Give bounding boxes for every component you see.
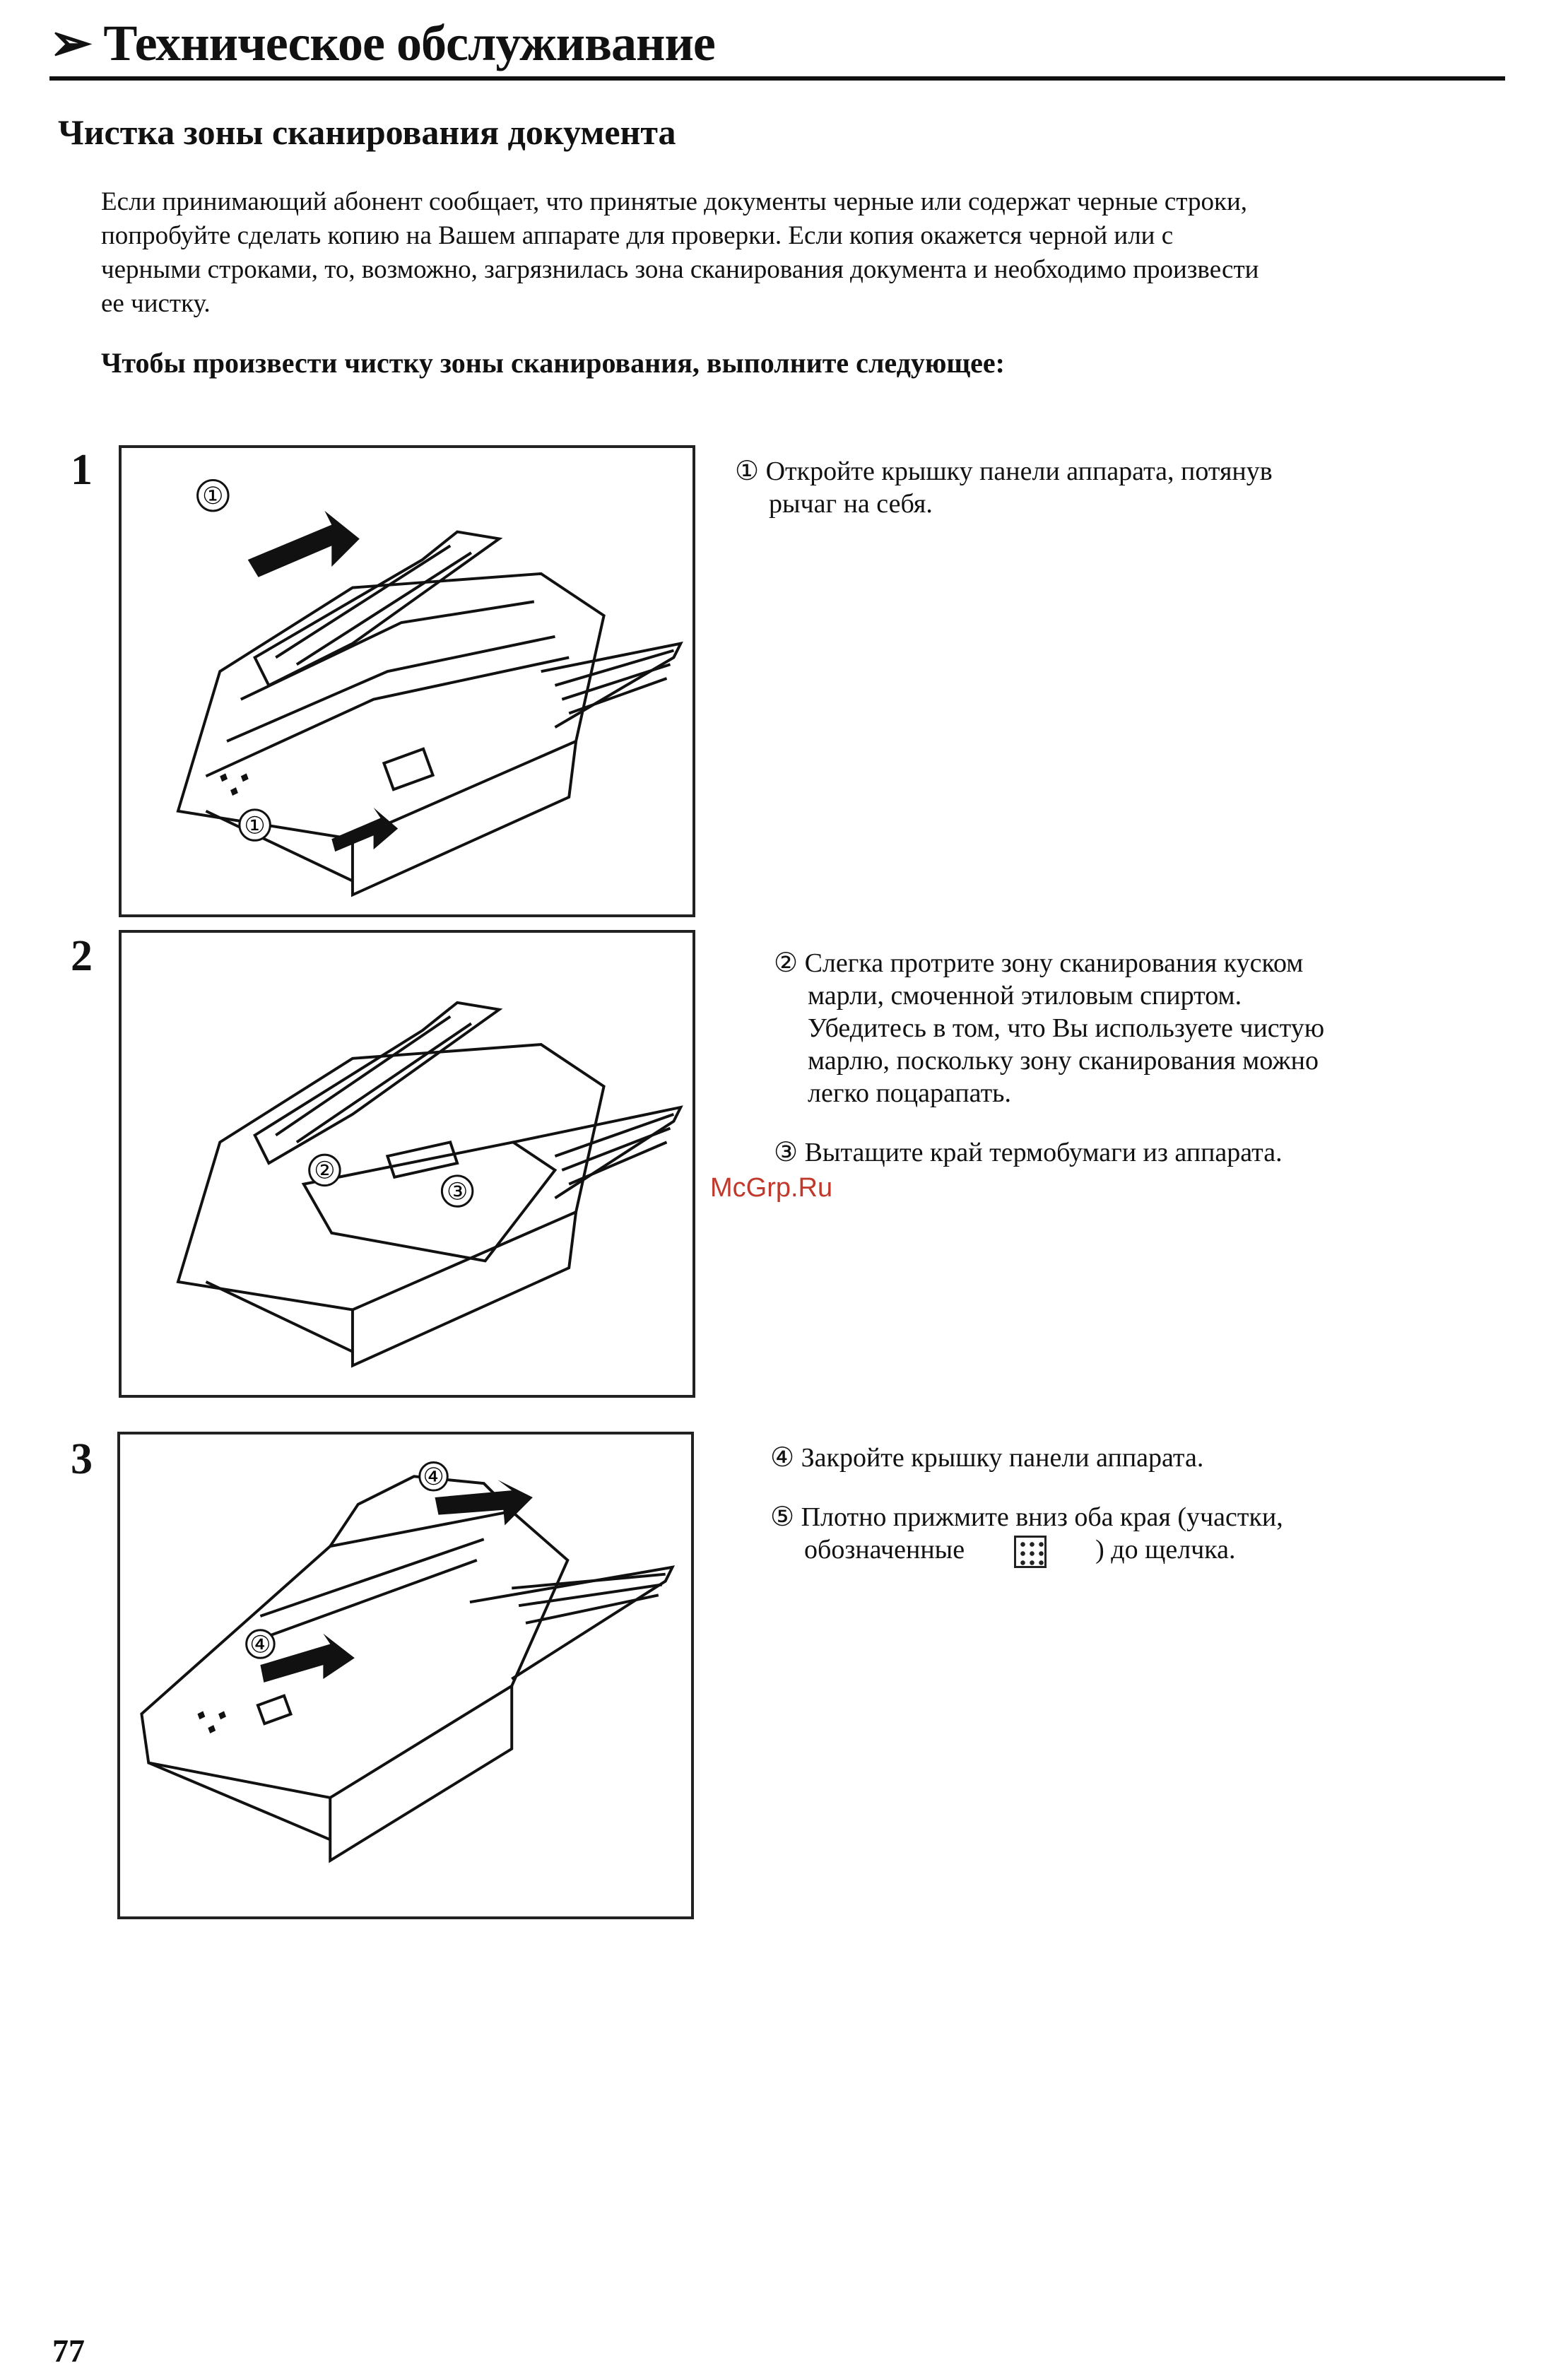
step-item-line: Вытащите край термобумаги из аппарата. xyxy=(804,1138,1283,1167)
fax-open-cover-drawing: ① ① xyxy=(176,478,683,897)
step-item: ③ Вытащите край термобумаги из аппарата. xyxy=(774,1136,1324,1169)
step-item-line: марлю, поскольку зону сканирования можно xyxy=(808,1046,1319,1076)
step-2-text: ② Слегка протрите зону сканирования куск… xyxy=(774,947,1324,1196)
step-item-line: легко поцарапать. xyxy=(808,1078,1012,1108)
page-number: 77 xyxy=(52,2333,85,2369)
intro-line: попробуйте сделать копию на Вашем аппара… xyxy=(101,221,1174,250)
step-item: ① Откройте крышку панели аппарата, потян… xyxy=(735,455,1273,520)
figure-marker: ① xyxy=(202,482,223,509)
step-item: ⑤ Плотно прижмите вниз оба края (участки… xyxy=(770,1501,1283,1569)
step-item-line: марли, смоченной этиловым спиртом. xyxy=(808,981,1242,1011)
step-number: 3 xyxy=(71,1435,93,1483)
intro-paragraph: Если принимающий абонент сообщает, что п… xyxy=(101,185,1486,321)
step-item-line: ) до щелчка. xyxy=(1095,1535,1236,1565)
step-2-illustration: ② ③ xyxy=(119,930,695,1398)
step-item-marker: ⑤ xyxy=(770,1502,795,1532)
step-1-text: ① Откройте крышку панели аппарата, потян… xyxy=(735,455,1273,547)
fax-close-cover-drawing: ④ ④ xyxy=(140,1461,676,1863)
section-title: Чистка зоны сканирования документа xyxy=(58,112,676,152)
figure-marker: ④ xyxy=(249,1630,271,1658)
step-3-illustration: ④ ④ xyxy=(117,1432,694,1919)
step-item-line: Убедитесь в том, что Вы используете чист… xyxy=(808,1013,1325,1043)
title-divider xyxy=(49,76,1505,81)
intro-line: черными строками, то, возможно, загрязни… xyxy=(101,255,1259,284)
intro-line: ее чистку. xyxy=(101,289,211,318)
watermark: McGrp.Ru xyxy=(710,1173,833,1203)
step-1-illustration: ① ① xyxy=(119,445,695,917)
step-item: ② Слегка протрите зону сканирования куск… xyxy=(774,947,1324,1109)
step-item-marker: ③ xyxy=(774,1138,798,1167)
figure-marker: ③ xyxy=(447,1177,468,1205)
step-number: 2 xyxy=(71,932,93,980)
figure-marker: ① xyxy=(244,811,266,839)
step-3-text: ④ Закройте крышку панели аппарата. ⑤ Пло… xyxy=(770,1442,1283,1595)
figure-marker: ② xyxy=(314,1157,335,1184)
step-number: 1 xyxy=(71,446,93,494)
press-area-symbol-icon xyxy=(1013,1536,1047,1569)
step-item-marker: ④ xyxy=(770,1443,795,1473)
step-item-line: обозначенные xyxy=(804,1535,965,1565)
step-item-marker: ① xyxy=(735,456,760,486)
step-item-line: Слегка протрите зону сканирования куском xyxy=(804,948,1304,978)
fax-clean-scanner-drawing: ② ③ xyxy=(176,1001,683,1368)
step-item: ④ Закройте крышку панели аппарата. xyxy=(770,1442,1283,1474)
step-item-line: Закройте крышку панели аппарата. xyxy=(801,1443,1204,1473)
step-item-line: рычаг на себя. xyxy=(769,489,933,519)
step-item-marker: ② xyxy=(774,948,798,978)
figure-marker: ④ xyxy=(423,1463,444,1490)
intro-line: Если принимающий абонент сообщает, что п… xyxy=(101,187,1248,216)
step-item-line: Плотно прижмите вниз оба края (участки, xyxy=(801,1502,1283,1532)
instruction-heading: Чтобы произвести чистку зоны сканировани… xyxy=(101,347,1006,379)
page-title: ➢ Техническое обслуживание xyxy=(49,15,716,71)
step-item-line: Откройте крышку панели аппарата, потянув xyxy=(765,456,1273,486)
